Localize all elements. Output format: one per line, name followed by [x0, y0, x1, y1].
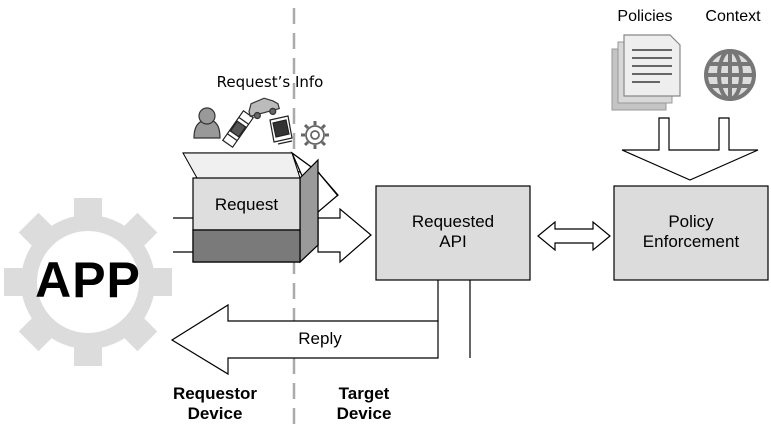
- policy-enforcement-line2: Enforcement: [642, 231, 740, 251]
- bidirectional-arrow: [537, 220, 611, 252]
- requested-api-line1: Requested: [411, 212, 495, 231]
- app-label: APP: [35, 252, 141, 308]
- requestor-device-label: Requestor Device: [155, 384, 275, 423]
- policy-enforcement-line1: Policy: [668, 212, 714, 231]
- gear-icon: [301, 121, 329, 149]
- context-label: Context: [705, 8, 761, 25]
- car-icon: [248, 97, 281, 120]
- monitor-icon: [269, 115, 293, 145]
- reply-label: Reply: [298, 329, 342, 348]
- requestor-device-line2: Device: [187, 403, 243, 423]
- requested-api-box: [375, 185, 531, 281]
- request-box: [182, 151, 339, 264]
- merge-arrow: [621, 117, 759, 181]
- target-device-label: Target Device: [314, 384, 414, 423]
- globe-icon: [704, 49, 756, 101]
- target-device-line1: Target: [338, 384, 390, 403]
- requestor-device-line1: Requestor: [172, 384, 258, 403]
- app-gear-icon: [4, 198, 172, 366]
- reply-arrow: [170, 303, 439, 376]
- person-icon: [193, 107, 221, 139]
- policies-label: Policies: [617, 8, 673, 25]
- satellite-icon: [221, 109, 255, 149]
- request-info-label: Request’s Info: [216, 73, 324, 91]
- request-box-label: Request: [214, 195, 279, 214]
- policy-enforcement-label: Policy Enforcement: [614, 212, 768, 251]
- target-device-line2: Device: [336, 403, 392, 423]
- requested-api-line2: API: [439, 231, 467, 251]
- policy-enforcement-box: [613, 185, 769, 281]
- document-stack-icon: [611, 34, 681, 111]
- request-arrow: [317, 207, 372, 264]
- requested-api-label: Requested API: [376, 212, 530, 251]
